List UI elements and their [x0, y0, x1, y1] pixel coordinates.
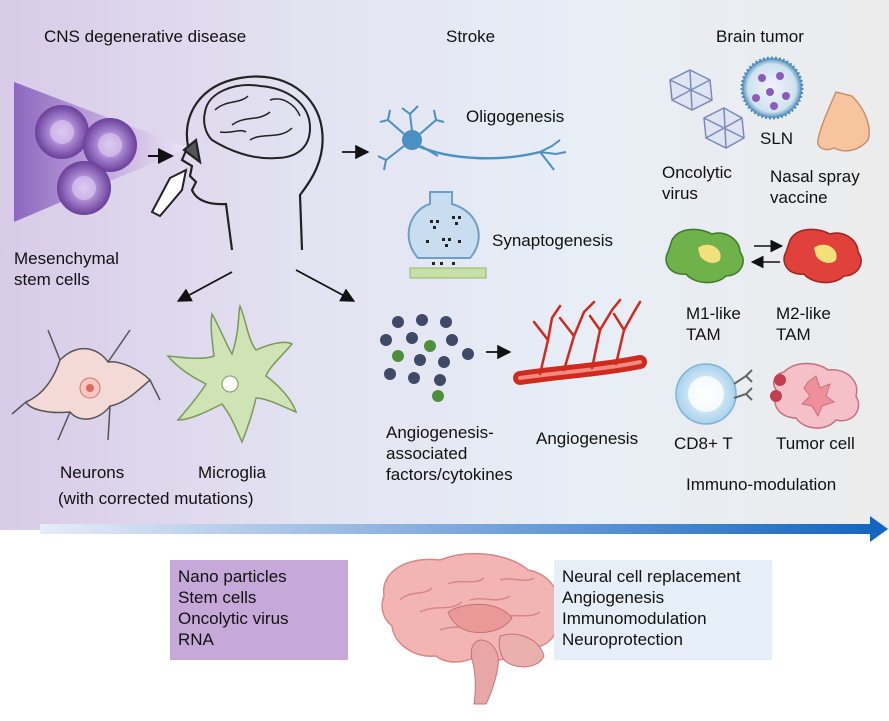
label-cd8-t: CD8+ T	[674, 434, 733, 453]
label-nasal-spray-vaccine: Nasal spray vaccine	[770, 167, 860, 207]
microglia-icon	[166, 303, 298, 444]
delivery-item: Nano particles	[178, 567, 287, 586]
outcome-item: Angiogenesis	[562, 588, 665, 607]
delivery-item: Oncolytic virus	[178, 609, 289, 628]
oligodendrocyte-icon	[377, 105, 567, 171]
nasal-spray-device-icon	[150, 168, 188, 218]
label-synaptogenesis: Synaptogenesis	[492, 231, 613, 250]
arrow-to-factors	[295, 269, 356, 302]
label-m2-like-tam: M2-like TAM	[776, 304, 831, 344]
label-oligogenesis: Oligogenesis	[466, 107, 565, 126]
label-corrected-mutations: (with corrected mutations)	[58, 489, 254, 508]
sln-nanoparticle-icon	[740, 56, 804, 120]
label-angiogenesis: Angiogenesis	[536, 429, 639, 448]
outcome-item: Neural cell replacement	[562, 567, 741, 586]
brain-sagittal-icon	[381, 552, 561, 705]
cd8-t-cell-icon	[675, 363, 753, 425]
label-microglia: Microglia	[198, 463, 267, 482]
label-immuno-modulation: Immuno-modulation	[686, 475, 837, 494]
timeline-arrow	[40, 516, 888, 542]
outcome-item: Neuroprotection	[562, 630, 683, 649]
label-mesenchymal-stem-cells: Mesenchymal stem cells	[14, 249, 119, 289]
label-neurons: Neurons	[60, 463, 125, 482]
synapse-icon	[407, 191, 487, 279]
neuron-icon	[11, 329, 161, 441]
label-angiogenesis-factors: Angiogenesis- associated factors/cytokin…	[386, 423, 513, 484]
angiogenesis-factors-icon	[380, 314, 474, 402]
outcomes-box: Neural cell replacement Angiogenesis Imm…	[554, 560, 772, 660]
m2-like-tam-icon	[783, 228, 862, 284]
label-oncolytic-virus: Oncolytic virus	[662, 163, 732, 203]
oncolytic-virus-icon	[669, 69, 745, 149]
blood-vessels-icon	[513, 298, 647, 385]
head-with-brain-icon	[180, 75, 324, 251]
outcome-item: Immunomodulation	[562, 609, 707, 628]
label-tumor-cell: Tumor cell	[776, 434, 855, 453]
mesenchymal-stem-cells-icon	[35, 105, 137, 215]
header-stroke: Stroke	[446, 27, 496, 46]
delivery-item: Stem cells	[178, 588, 257, 607]
label-sln: SLN	[760, 129, 794, 148]
delivery-methods-box: Nano particles Stem cells Oncolytic viru…	[170, 560, 348, 660]
label-m1-like-tam: M1-like TAM	[686, 304, 741, 344]
nose-icon	[817, 91, 870, 152]
header-cns-degenerative-disease: CNS degenerative disease	[44, 27, 247, 46]
arrow-to-neurons	[176, 271, 233, 302]
delivery-item: RNA	[178, 630, 214, 649]
header-brain-tumor: Brain tumor	[716, 27, 804, 46]
tumor-cell-icon	[770, 362, 860, 429]
m1-like-tam-icon	[665, 228, 744, 284]
